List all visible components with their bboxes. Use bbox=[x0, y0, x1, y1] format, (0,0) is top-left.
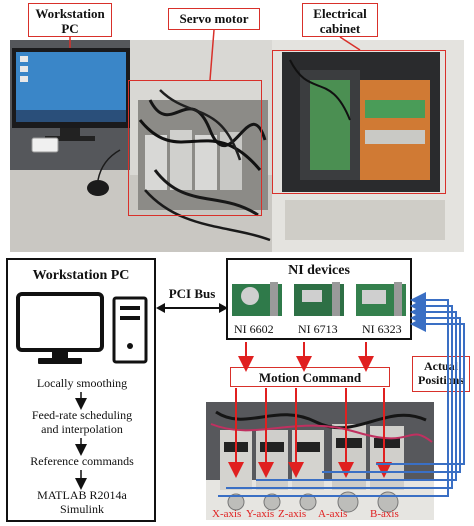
ni-6323-card-image bbox=[356, 282, 406, 316]
servo-motors-image bbox=[138, 89, 271, 242]
ni-devices-title: NI devices bbox=[288, 263, 350, 278]
workstation-panel: Workstation PC Locally smoothing Feed-ra… bbox=[6, 258, 156, 522]
label-electrical-cabinet: Electrical cabinet bbox=[302, 3, 378, 37]
flow-arrows bbox=[75, 392, 87, 490]
monitor-image bbox=[12, 48, 130, 141]
step-matlab-simulink: MATLAB R2014a Simulink bbox=[37, 488, 127, 516]
axis-label: X-axis bbox=[212, 508, 242, 520]
axis-label: Z-axis bbox=[278, 508, 307, 520]
ni-6713-card-image bbox=[294, 282, 344, 316]
label-workstation-pc: Workstation PC bbox=[28, 3, 112, 37]
label-servo-motor: Servo motor bbox=[168, 8, 260, 30]
servo-highlight-box bbox=[128, 80, 262, 216]
step-locally-smoothing: Locally smoothing bbox=[36, 376, 128, 390]
cabinet-highlight-box bbox=[272, 50, 446, 194]
monitor-icon bbox=[16, 292, 104, 364]
axis-label: Y-axis bbox=[246, 508, 275, 520]
ni-cards-illustration bbox=[232, 282, 406, 316]
pci-bus-label: PCI Bus bbox=[168, 286, 216, 301]
axis-label: A-axis bbox=[318, 508, 348, 520]
step-reference-commands: Reference commands bbox=[30, 454, 134, 468]
workstation-panel-title: Workstation PC bbox=[32, 268, 130, 283]
step-feedrate-scheduling: Feed-rate scheduling and interpolation bbox=[31, 408, 133, 436]
motion-command-label: Motion Command bbox=[230, 367, 390, 387]
lab-setup-illustration bbox=[10, 40, 464, 252]
label-pointer-lines bbox=[69, 29, 361, 81]
lab-setup-photo bbox=[10, 40, 464, 252]
axis-label: B-axis bbox=[370, 508, 399, 520]
ni-6602-card-image bbox=[232, 282, 282, 316]
ni-devices-panel: NI devices NI 6602 NI 6713 NI 6323 bbox=[226, 258, 412, 340]
ni-card-label: NI 6323 bbox=[362, 322, 402, 336]
ni-card-label: NI 6713 bbox=[298, 322, 338, 336]
mouse-image bbox=[87, 180, 109, 196]
pc-tower-icon bbox=[112, 296, 148, 364]
electrical-cabinet-image bbox=[272, 40, 464, 252]
pci-bus-arrow bbox=[156, 303, 228, 313]
ni-card-label: NI 6602 bbox=[234, 322, 274, 336]
